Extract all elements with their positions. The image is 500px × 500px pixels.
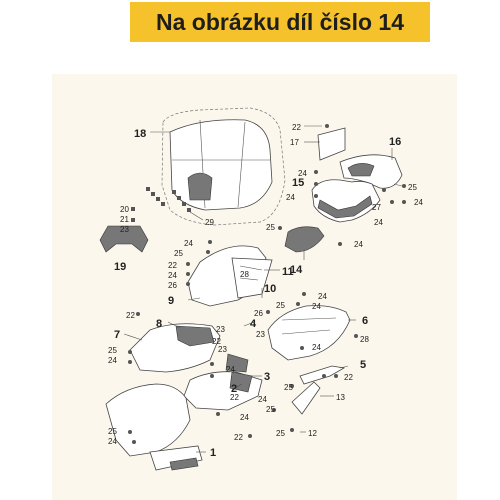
- lower-panel-part: [129, 323, 221, 373]
- callout-24-i: 24: [312, 302, 321, 311]
- callout-25-e: 25: [108, 346, 117, 355]
- side-rail-part: [291, 365, 346, 415]
- callout-18: 18: [134, 128, 146, 140]
- callout-26-a: 26: [168, 281, 177, 290]
- callout-27: 27: [372, 203, 381, 212]
- callout-22-b: 22: [168, 261, 177, 270]
- callout-24-b: 24: [286, 193, 295, 202]
- callout-9: 9: [168, 295, 174, 307]
- callout-25-g: 25: [266, 405, 275, 414]
- callout-15: 15: [292, 177, 304, 189]
- banner-text: Na obrázku díl číslo 14: [156, 8, 404, 35]
- callout-24-h: 24: [318, 292, 327, 301]
- callout-22-e: 22: [344, 373, 353, 382]
- callout-24-j: 24: [108, 356, 117, 365]
- callout-23-d: 23: [218, 345, 227, 354]
- callout-23-c: 23: [256, 330, 265, 339]
- callout-23-a: 23: [120, 225, 129, 234]
- lower-fairing-part: [105, 383, 203, 471]
- callout-13: 13: [336, 393, 345, 402]
- part-number-banner: Na obrázku díl číslo 14: [130, 2, 430, 42]
- callout-10: 10: [264, 283, 276, 295]
- callout-labels: 18 22 17 16 15 24 25 24 24 27 24 25 24 1…: [108, 123, 423, 459]
- side-panel-upper-part: [187, 245, 273, 307]
- top-cover-part: [317, 127, 403, 189]
- callout-19: 19: [114, 261, 126, 273]
- callout-25-f: 25: [284, 383, 293, 392]
- callout-22-g: 22: [234, 433, 243, 442]
- callout-22-a: 22: [292, 123, 301, 132]
- front-fairing-part: [311, 179, 381, 223]
- callout-16: 16: [389, 136, 401, 148]
- fastener-dots: [128, 124, 406, 444]
- callout-20: 20: [120, 205, 129, 214]
- callout-24-c: 24: [414, 198, 423, 207]
- callout-12: 12: [308, 429, 317, 438]
- callout-24-m: 24: [258, 395, 267, 404]
- callout-11: 11: [282, 266, 294, 278]
- callout-24-k: 24: [312, 343, 321, 352]
- callout-28-a: 28: [240, 270, 249, 279]
- callout-29: 29: [205, 218, 214, 227]
- bracket-part: [99, 207, 149, 253]
- callout-24-e: 24: [354, 240, 363, 249]
- callout-22-d: 22: [212, 337, 221, 346]
- callout-1: 1: [210, 447, 216, 459]
- callout-26-b: 26: [254, 309, 263, 318]
- fastener-row-29: [146, 187, 204, 221]
- callout-24-o: 24: [108, 437, 117, 446]
- callout-4: 4: [250, 318, 257, 330]
- windscreen-part: [161, 107, 286, 226]
- callout-25-b: 25: [266, 223, 275, 232]
- callout-6: 6: [362, 315, 368, 327]
- callout-24-l: 24: [226, 365, 235, 374]
- callout-2: 2: [231, 383, 237, 395]
- callout-24-a: 24: [298, 169, 307, 178]
- callout-22-f: 22: [230, 393, 239, 402]
- callout-23-b: 23: [216, 325, 225, 334]
- callout-25-d: 25: [276, 301, 285, 310]
- callout-22-c: 22: [126, 311, 135, 320]
- side-fairing-right-part: [267, 305, 351, 361]
- grille-part: [284, 226, 325, 253]
- callout-3: 3: [264, 371, 270, 383]
- callout-5: 5: [360, 359, 366, 371]
- callout-28-b: 28: [360, 335, 369, 344]
- callout-24-n: 24: [240, 413, 249, 422]
- callout-8: 8: [156, 318, 162, 330]
- callout-24-f: 24: [184, 239, 193, 248]
- callout-24-d: 24: [374, 218, 383, 227]
- center-panel-part: [183, 353, 263, 411]
- callout-24-g: 24: [168, 271, 177, 280]
- callout-25-h: 25: [108, 427, 117, 436]
- callout-7: 7: [114, 329, 120, 341]
- callout-21: 21: [120, 215, 129, 224]
- callout-25-a: 25: [408, 183, 417, 192]
- callout-17: 17: [290, 138, 299, 147]
- callout-25-i: 25: [276, 429, 285, 438]
- leader-lines: [123, 125, 403, 453]
- callout-25-c: 25: [174, 249, 183, 258]
- callout-14: 14: [290, 264, 303, 276]
